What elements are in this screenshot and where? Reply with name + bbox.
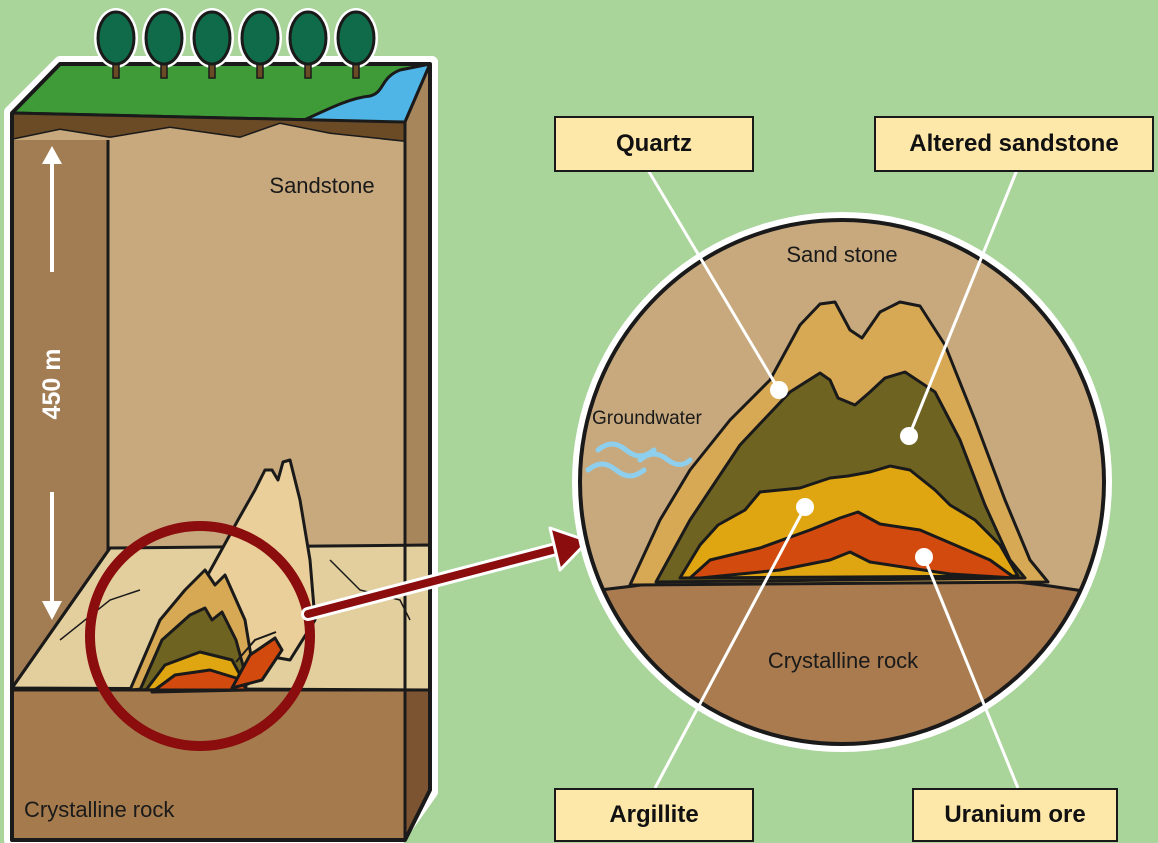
zoom-view: Sand stone Crystalline rock Groundwater — [570, 210, 1130, 770]
zoom-sandstone-label: Sand stone — [786, 242, 897, 267]
zoom-crystalline-label: Crystalline rock — [768, 648, 919, 673]
groundwater-label: Groundwater — [592, 408, 703, 429]
argillite-marker — [796, 498, 814, 516]
argillite-callout: Argillite — [554, 788, 754, 842]
quartz-marker — [770, 381, 788, 399]
uranium-ore-marker — [915, 548, 933, 566]
altered-sandstone-marker — [900, 427, 918, 445]
uranium-ore-callout: Uranium ore — [912, 788, 1118, 842]
block-diagram: 450 m Sandstone Crystalline rock — [10, 8, 432, 840]
depth-label: 450 m — [38, 349, 66, 420]
block-sandstone-label: Sandstone — [269, 173, 374, 198]
quartz-callout: Quartz — [554, 116, 754, 172]
block-crystalline-label: Crystalline rock — [24, 797, 175, 822]
altered-sandstone-callout: Altered sandstone — [874, 116, 1154, 172]
